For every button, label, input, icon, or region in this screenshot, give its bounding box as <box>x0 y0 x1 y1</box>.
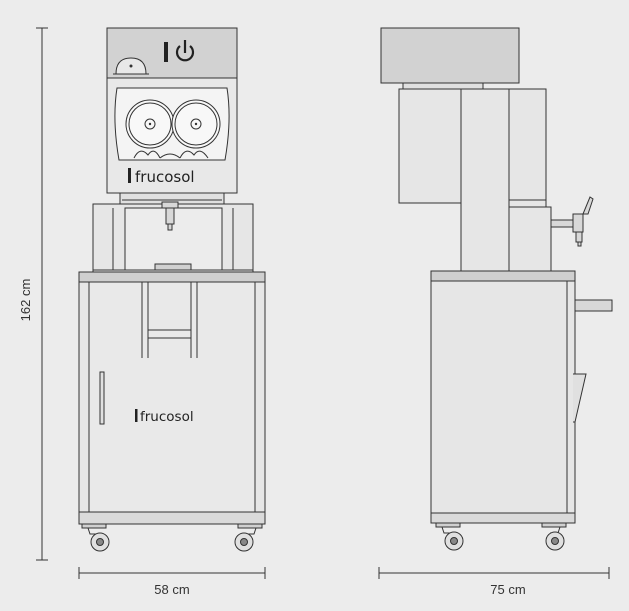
drip-tray <box>154 263 192 271</box>
front-plinth <box>78 511 266 525</box>
side-hook <box>573 373 587 423</box>
side-width-label: 75 cm <box>490 582 525 597</box>
front-brand-name: frucosol <box>135 168 195 186</box>
front-brand-mark <box>128 168 131 183</box>
control-block <box>164 42 168 62</box>
cabinet-brand-mark <box>135 409 138 422</box>
front-width-dimension <box>78 567 266 579</box>
side-central-column <box>460 88 510 272</box>
front-inner-frame <box>141 282 198 358</box>
side-caster-right <box>541 522 567 551</box>
side-hinge <box>402 82 484 90</box>
front-width-label: 58 cm <box>154 582 189 597</box>
front-caster-right <box>234 523 263 552</box>
height-dimension <box>36 27 48 561</box>
cabinet-brand-name: frucosol <box>140 409 194 425</box>
front-view: frucosol fruc <box>78 27 266 552</box>
side-tap <box>550 196 594 247</box>
side-caster-left <box>435 522 464 551</box>
side-handle-bar <box>574 299 613 312</box>
front-cabinet-top <box>78 271 266 283</box>
side-width-dimension <box>378 567 610 579</box>
peel-blades <box>133 150 209 159</box>
side-chamber-box <box>398 88 462 204</box>
side-cabinet-top <box>430 270 576 282</box>
front-cabinet-door <box>88 281 256 513</box>
side-top-panel <box>380 27 520 84</box>
side-cabinet-body <box>430 280 576 514</box>
height-dimension-label: 162 cm <box>18 279 33 322</box>
side-lower-box <box>508 206 552 272</box>
front-door-handle <box>99 371 105 425</box>
side-front-box <box>508 88 547 208</box>
power-icon <box>175 40 195 62</box>
front-caster-left <box>81 523 110 552</box>
side-plinth <box>430 512 576 524</box>
squeeze-cups <box>125 99 221 149</box>
side-view <box>380 27 613 551</box>
front-tap <box>161 201 179 231</box>
